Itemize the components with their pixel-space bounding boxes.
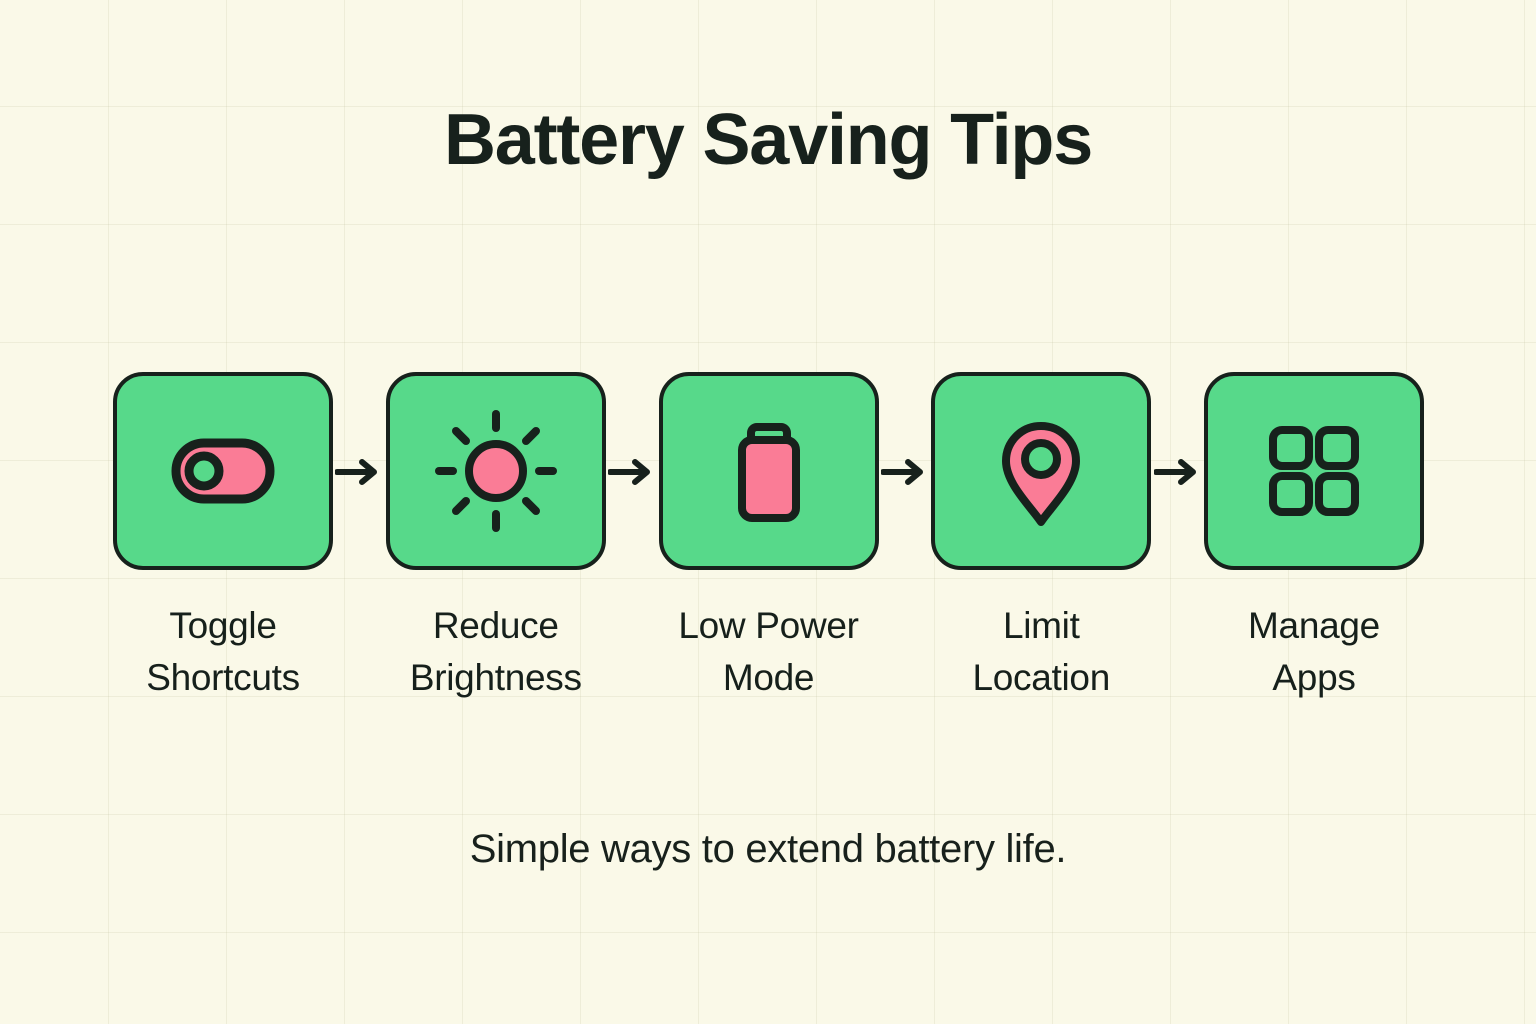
step-reduce-brightness[interactable]: Reduce Brightness: [385, 372, 606, 698]
step-label-line2: Brightness: [409, 657, 582, 698]
arrow-right-icon: [880, 459, 923, 485]
step-label-line1: Manage: [1248, 605, 1380, 646]
apps-grid-icon: [1269, 426, 1359, 516]
connector-arrow-1: [333, 452, 386, 492]
step-manage-apps[interactable]: Manage Apps: [1204, 372, 1424, 698]
step-label-line2: Shortcuts: [146, 657, 300, 698]
caption: Simple ways to extend battery life.: [469, 827, 1067, 871]
connector-arrow-4: [1151, 452, 1204, 492]
step-label-line1: Reduce: [432, 605, 559, 646]
step-label-line1: Limit: [1002, 605, 1080, 646]
toggle-switch-icon: [171, 438, 275, 504]
page-title: Battery Saving Tips: [443, 100, 1093, 180]
step-label: Low Power Mode: [635, 600, 903, 704]
brightness-sun-icon: [434, 410, 557, 532]
step-label-line2: Location: [972, 657, 1111, 698]
step-label: Limit Location: [907, 600, 1175, 704]
step-label-line2: Apps: [1272, 657, 1356, 698]
step-label-line1: Toggle: [169, 605, 277, 646]
arrow-right-icon: [1153, 459, 1196, 485]
step-limit-location[interactable]: Limit Location: [931, 372, 1152, 698]
connector-arrow-2: [606, 452, 659, 492]
step-label-line1: Low Power: [678, 605, 859, 646]
connector-arrow-3: [879, 452, 932, 492]
step-card[interactable]: [113, 372, 333, 570]
step-card[interactable]: [931, 372, 1152, 570]
battery-icon: [737, 423, 800, 522]
arrow-right-icon: [335, 459, 378, 485]
step-label-line2: Mode: [722, 657, 815, 698]
arrow-right-icon: [608, 459, 651, 485]
step-label: Manage Apps: [1180, 600, 1448, 704]
step-card[interactable]: [658, 372, 879, 570]
steps-row: Toggle Shortcuts: [113, 372, 1424, 698]
step-toggle-shortcuts[interactable]: Toggle Shortcuts: [113, 372, 333, 698]
step-low-power-mode[interactable]: Low Power Mode: [658, 372, 879, 698]
step-label: Toggle Shortcuts: [89, 600, 357, 704]
step-card[interactable]: [385, 372, 606, 570]
step-card[interactable]: [1204, 372, 1424, 570]
step-label: Reduce Brightness: [362, 600, 630, 704]
location-pin-icon: [1002, 422, 1081, 526]
